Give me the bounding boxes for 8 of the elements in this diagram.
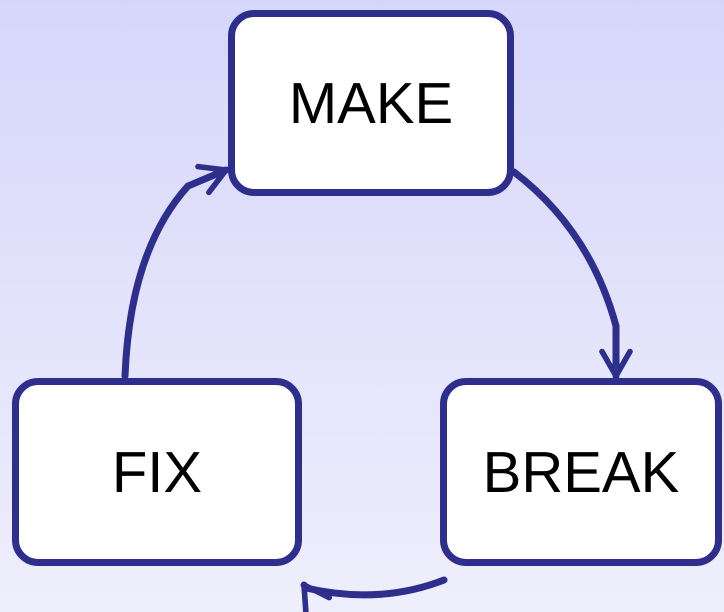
step-box (12, 378, 302, 566)
step-label: MAKE (288, 70, 454, 136)
curved-arrow (122, 164, 230, 380)
step-label: FIX (112, 438, 202, 506)
step-label: BREAK (482, 438, 680, 506)
step-box (228, 10, 514, 196)
step-box (440, 378, 722, 566)
curved-arrow (300, 576, 448, 612)
